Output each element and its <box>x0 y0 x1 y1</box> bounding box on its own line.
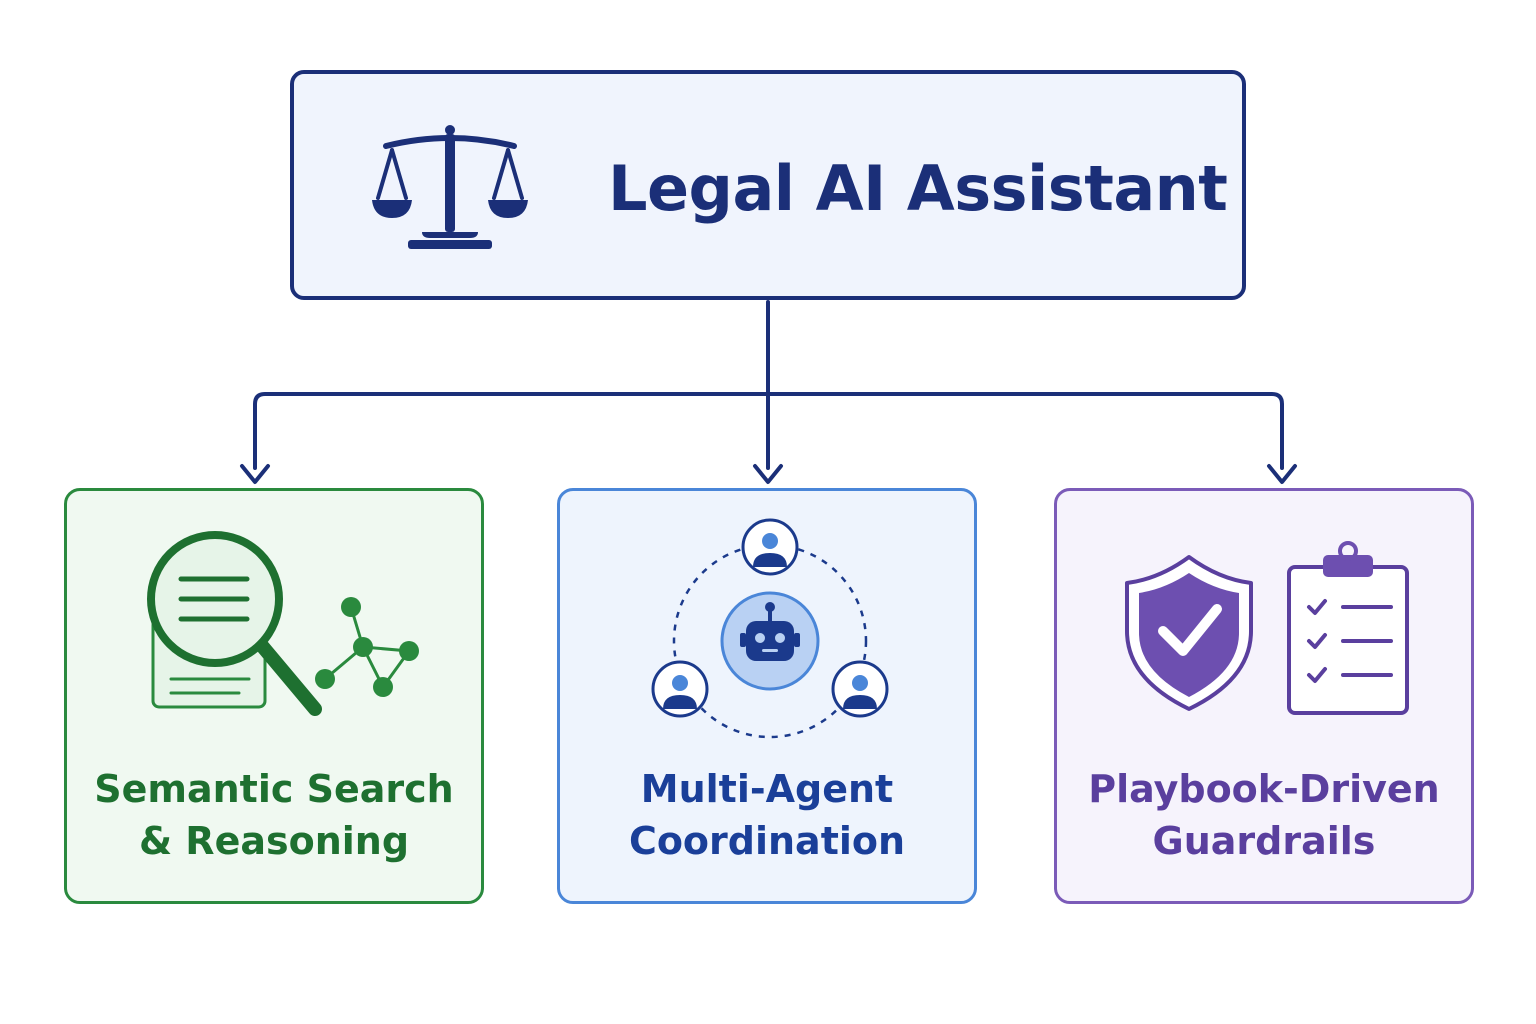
document-magnifier-icon <box>147 531 322 716</box>
card-agent-icons <box>651 518 889 739</box>
user-agent-icon <box>831 660 889 718</box>
card-guard-icons <box>1125 541 1409 715</box>
root-title: Legal AI Assistant <box>608 152 1228 225</box>
clipboard-checklist-icon <box>1287 541 1409 715</box>
robot-icon <box>720 591 820 691</box>
scales-of-justice-icon <box>372 125 528 249</box>
card-semantic-title: Semantic Search & Reasoning <box>94 767 454 863</box>
card-semantic-icons <box>147 531 419 716</box>
user-agent-icon <box>651 660 709 718</box>
card-agent-title: Multi-Agent Coordination <box>628 767 906 863</box>
card-multi-agent: Multi-Agent Coordination <box>557 488 977 904</box>
arrow-to-semantic <box>240 464 270 484</box>
shield-check-icon <box>1125 555 1253 711</box>
card-semantic-search: Semantic Search & Reasoning <box>64 488 484 904</box>
arrow-to-guard <box>1267 464 1297 484</box>
arrow-to-agent <box>753 464 783 484</box>
card-guard-title: Playbook-Driven Guardrails <box>1088 767 1440 863</box>
root-node-legal-ai-assistant: Legal AI Assistant <box>290 70 1246 300</box>
card-playbook-guardrails: Playbook-Driven Guardrails <box>1054 488 1474 904</box>
knowledge-graph-icon <box>315 597 419 697</box>
user-agent-icon <box>741 518 799 576</box>
